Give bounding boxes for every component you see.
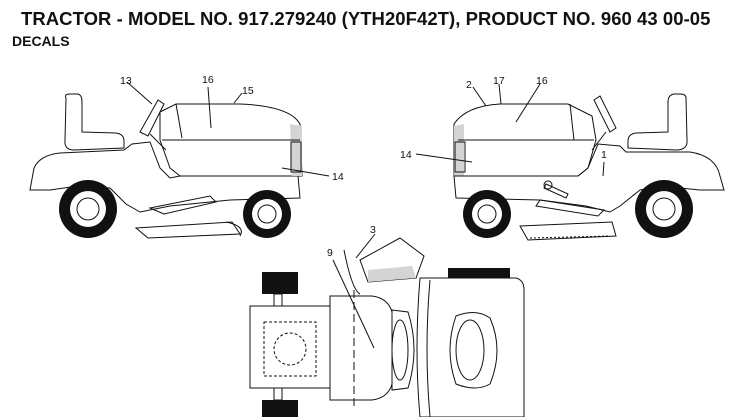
tractor-left-side-view	[29, 81, 330, 239]
callout-16-left: 16	[202, 74, 214, 86]
left-mower-deck	[134, 221, 241, 239]
page-subtitle: DECALS	[12, 33, 70, 49]
right-body	[453, 143, 725, 213]
left-grille	[290, 141, 302, 173]
left-hood-shade	[290, 124, 302, 176]
left-footrest	[148, 195, 217, 215]
top-headlight	[449, 312, 498, 389]
left-hood	[159, 103, 303, 177]
callout-9: 9	[327, 247, 333, 259]
tractor-top-view	[249, 233, 525, 417]
top-hood	[329, 295, 393, 401]
right-seat	[627, 93, 688, 151]
left-seat	[64, 93, 125, 151]
top-rear-wheel-left	[262, 272, 298, 294]
top-rear-wheel-right	[262, 400, 298, 417]
callout-2: 2	[466, 79, 472, 91]
callout-14-right: 14	[400, 149, 412, 161]
top-seat-outline	[263, 321, 317, 377]
callout-17: 17	[493, 75, 505, 87]
callout-15: 15	[242, 85, 254, 97]
callout-3: 3	[370, 224, 376, 236]
right-hood-shade	[454, 124, 464, 176]
callout-14-left: 14	[332, 171, 344, 183]
page-title: TRACTOR - MODEL NO. 917.279240 (YTH20F42…	[21, 8, 711, 29]
right-grille	[454, 141, 466, 173]
top-front-housing	[416, 277, 525, 417]
left-steering-wheel	[139, 99, 165, 137]
callout-16-right: 16	[536, 75, 548, 87]
left-body	[29, 141, 301, 213]
right-control-lever	[543, 183, 569, 199]
top-fuel-cap	[273, 332, 307, 366]
right-footrest	[535, 199, 606, 217]
callout-1: 1	[601, 149, 607, 161]
right-mower-deck	[519, 221, 617, 241]
top-dash-cowl	[391, 309, 415, 391]
top-decal-3-flap	[359, 237, 425, 283]
callout-13: 13	[120, 75, 132, 87]
tractor-right-side-view	[415, 83, 725, 241]
right-steering-wheel	[593, 95, 617, 133]
